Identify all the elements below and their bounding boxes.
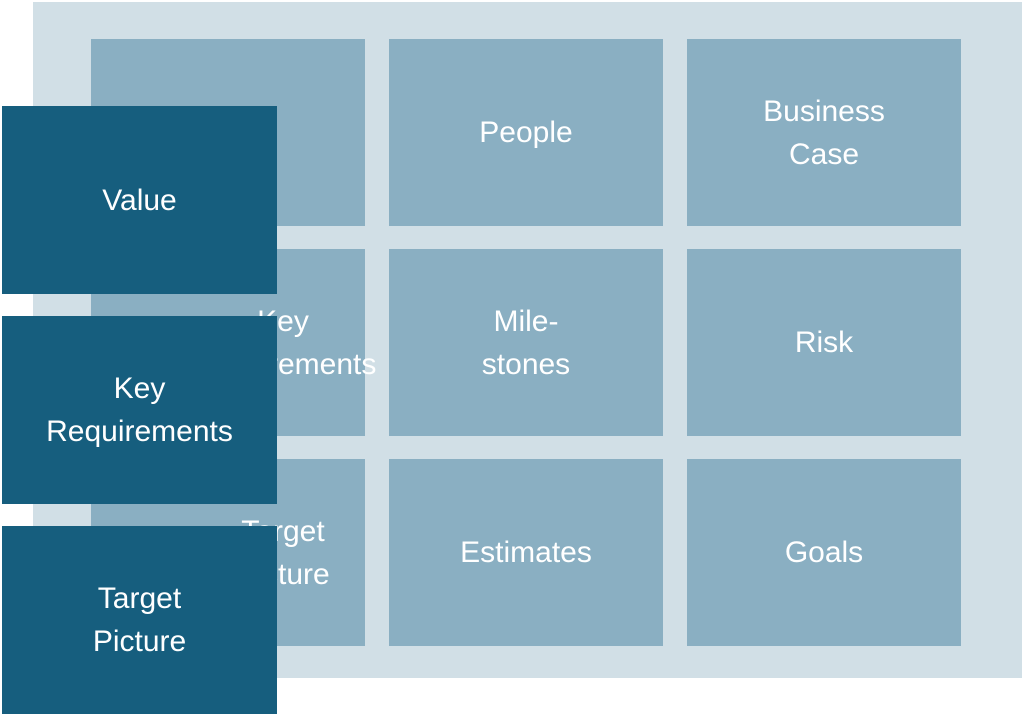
card-label: Target Picture — [92, 582, 187, 658]
card-label: Key Requirements — [46, 372, 233, 448]
tile-label: Risk — [794, 326, 854, 359]
tile-label: Business Case — [763, 94, 885, 171]
tile-label: Mile- stones — [481, 304, 571, 381]
tile-business-case: Business Case — [687, 39, 961, 226]
tile-milestones: Mile- stones — [389, 249, 663, 436]
tile-goals: Goals — [687, 459, 961, 646]
tile-risk: Risk — [687, 249, 961, 436]
tile-estimates: Estimates — [389, 459, 663, 646]
tile-label: Goals — [784, 536, 864, 569]
card-target-picture: Target Picture — [2, 526, 277, 714]
card-key-requirements: Key Requirements — [2, 316, 277, 504]
tile-label: Estimates — [460, 536, 592, 569]
card-value: Value — [2, 106, 277, 294]
tile-label: People — [479, 116, 573, 149]
tile-people: People — [389, 39, 663, 226]
card-label: Value — [102, 183, 177, 217]
